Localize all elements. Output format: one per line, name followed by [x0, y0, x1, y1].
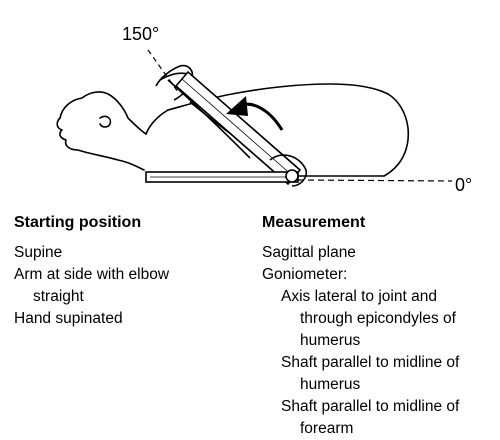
starting-position-line: straight [33, 288, 84, 305]
goniometer-stationary-arm [145, 171, 299, 183]
goniometer-moving-arm [174, 70, 302, 186]
measurement-line: humerus [300, 376, 361, 393]
starting-position-line: Hand supinated [14, 310, 123, 327]
goniometer-axis [285, 169, 299, 183]
angle-label-150: 150° [122, 24, 159, 44]
measurement-line: through epicondyles of [300, 310, 456, 327]
measurement-line: Axis lateral to joint and [281, 288, 437, 305]
motion-arrow-icon [226, 96, 284, 131]
measurement-line: humerus [300, 332, 361, 349]
starting-position-line: Arm at side with elbow [14, 266, 170, 283]
measurement-line: Sagittal plane [262, 244, 356, 261]
angle-label-0: 0° [455, 175, 472, 195]
starting-position-section: Starting position Supine Arm at side wit… [14, 212, 244, 330]
measurement-line: forearm [300, 420, 354, 437]
measurement-heading: Measurement [262, 214, 366, 231]
dashed-reference-0 [297, 179, 453, 182]
shoulder-flexion-illustration: 150° 0° [56, 24, 472, 195]
measurement-section: Measurement Sagittal plane Goniometer: A… [262, 212, 498, 440]
shoulder-joint-outline [269, 154, 308, 187]
measurement-line: Goniometer: [262, 266, 348, 283]
starting-position-line: Supine [14, 244, 63, 261]
measurement-line: Shaft parallel to midline of [281, 354, 460, 371]
measurement-line: Shaft parallel to midline of [281, 398, 460, 415]
starting-position-heading: Starting position [14, 214, 142, 231]
